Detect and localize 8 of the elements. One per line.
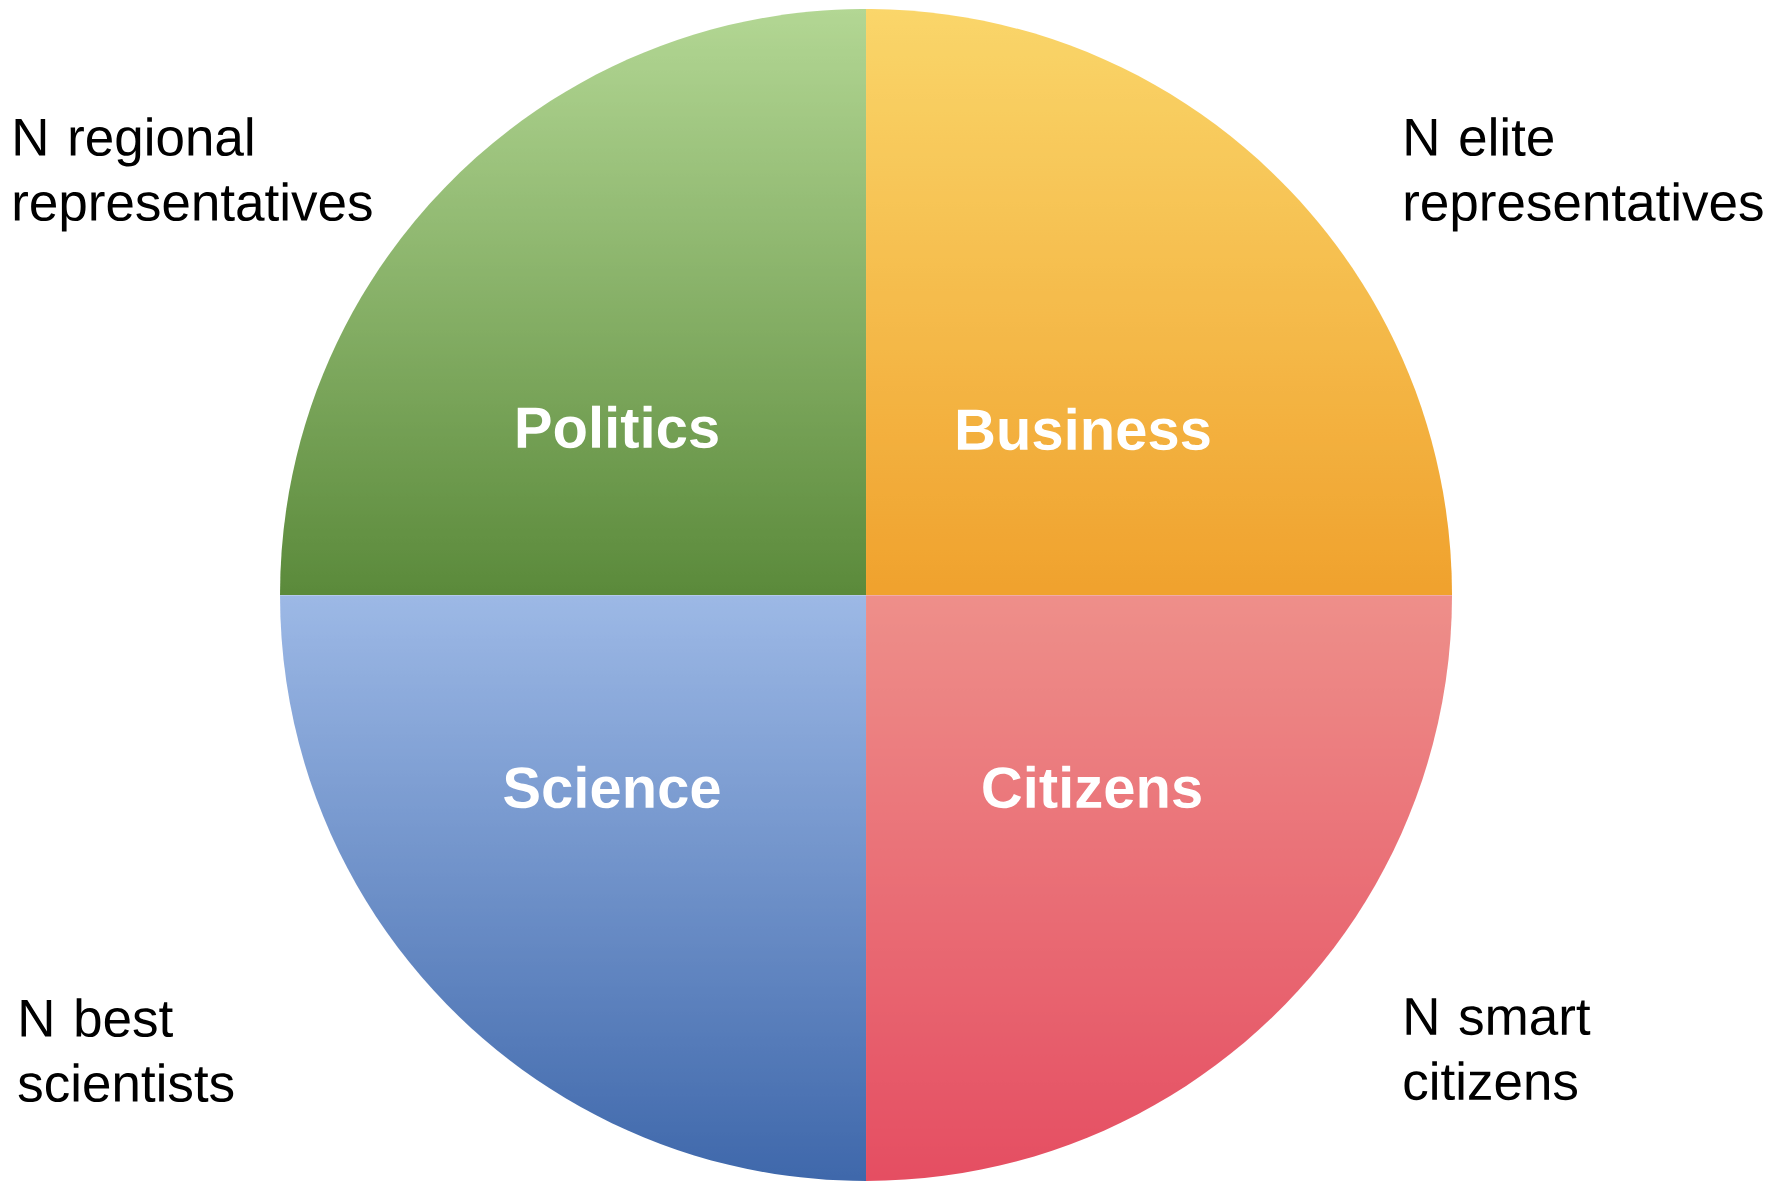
pie-quadrant: Business — [957, 407, 1210, 451]
pie-quadrant: Politics — [517, 405, 718, 449]
corner-label: N regional representatives — [14, 117, 372, 232]
pie-quadrant: Science — [504, 765, 720, 809]
pie-quadrant: Citizens — [983, 765, 1201, 809]
corner-label: N best scientists — [18, 998, 234, 1103]
corner-label: N smart citizens — [1404, 998, 1591, 1101]
corner-label: N elite representatives — [1405, 117, 1763, 232]
